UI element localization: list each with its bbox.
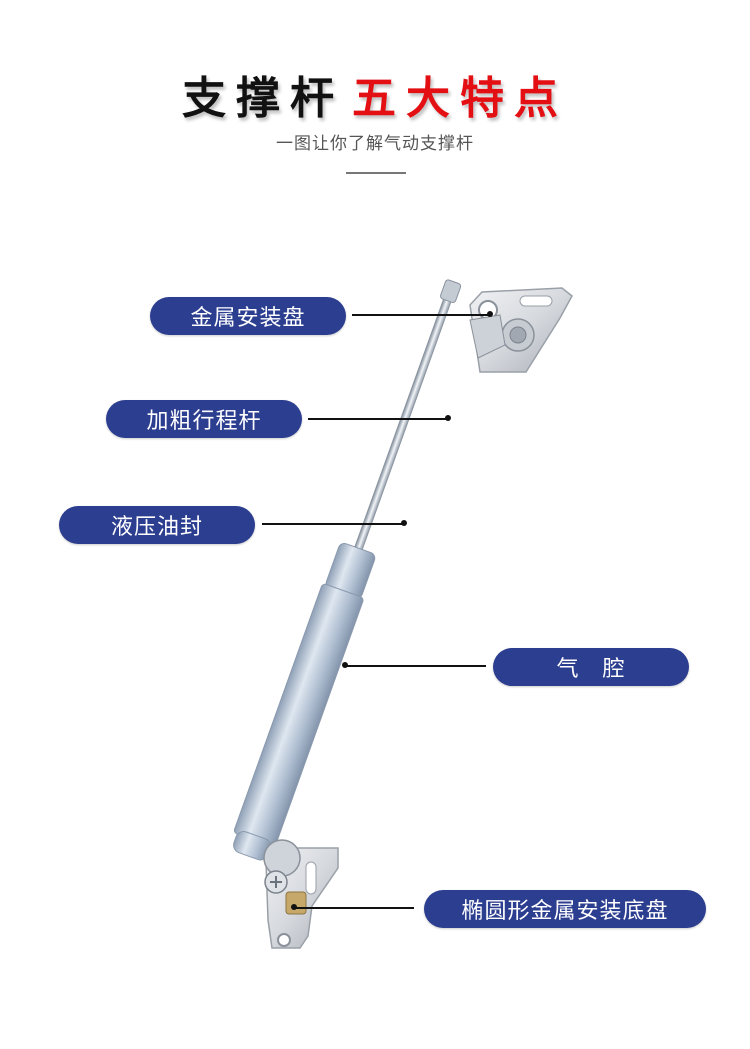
label-seal-text: 液压油封 [110,515,203,540]
page-subtitle: 一图让你了解气动支撑杆 [276,134,474,154]
title-divider [346,172,406,174]
leader-dot-base-plate [291,904,297,910]
label-base-plate-text: 椭圆形金属安装底盘 [461,899,669,924]
leader-line-seal [262,523,404,525]
bottom-mount-plate [263,839,339,949]
leader-line-rod [308,418,448,420]
label-mount-plate: 金属安装盘 [150,297,346,335]
label-mount-plate-text: 金属安装盘 [190,306,306,331]
page-title: 支撑杆五大特点 [0,62,750,126]
label-chamber: 气 腔 [493,648,689,686]
leader-dot-seal [401,520,407,526]
label-chamber-text: 气 腔 [556,657,626,682]
title-dark: 支撑杆 [182,73,344,124]
top-mount-plate [469,287,573,373]
leader-line-mount-plate [352,314,490,316]
leader-dot-mount-plate [487,311,493,317]
title-red: 五大特点 [352,73,568,124]
label-base-plate: 椭圆形金属安装底盘 [424,890,706,928]
leader-line-base-plate [294,907,414,909]
label-rod: 加粗行程杆 [106,400,302,438]
label-rod-text: 加粗行程杆 [146,409,262,434]
leader-line-chamber [346,665,486,667]
leader-dot-rod [445,415,451,421]
label-seal: 液压油封 [59,506,255,544]
strut-body [233,279,462,861]
leader-dot-chamber [342,662,348,668]
